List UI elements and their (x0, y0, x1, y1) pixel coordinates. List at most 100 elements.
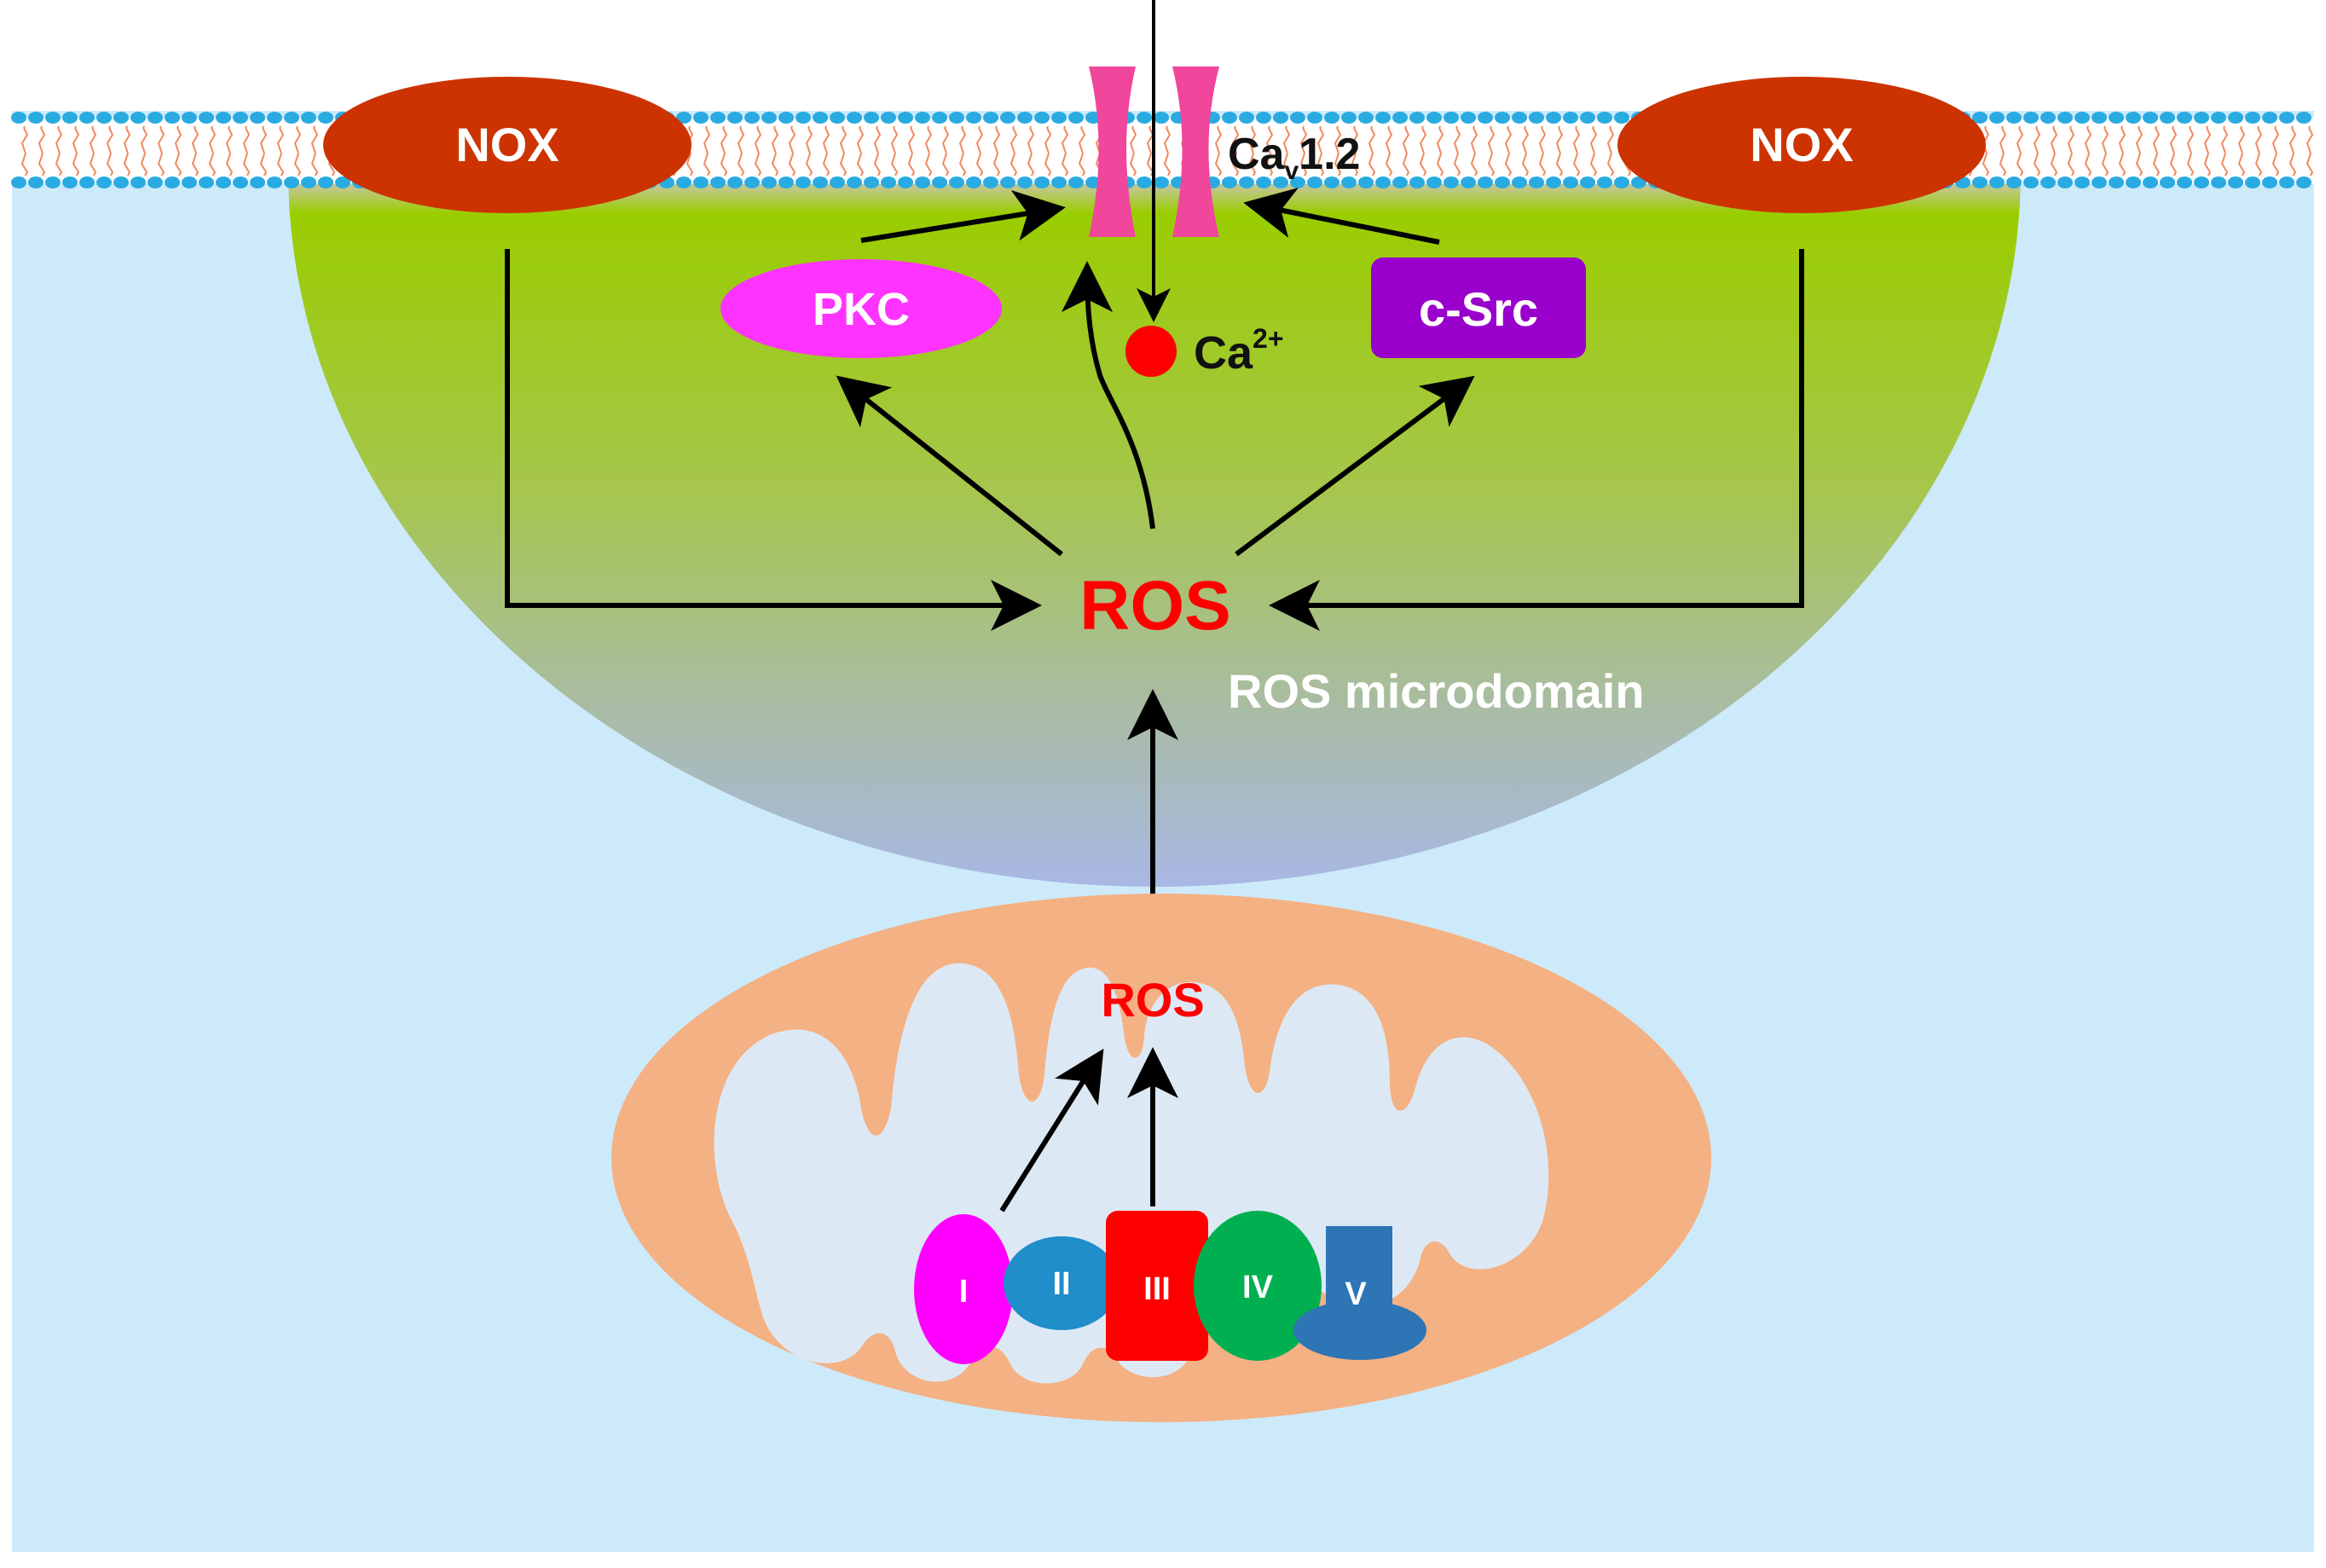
lipid-head (11, 176, 26, 188)
lipid-head (182, 112, 197, 124)
lipid-head (45, 112, 61, 124)
lipid-head (1051, 176, 1067, 188)
lipid-head (1546, 112, 1561, 124)
complex-3 (1106, 1211, 1208, 1361)
lipid-head (2092, 112, 2107, 124)
lipid-head (966, 176, 981, 188)
lipid-head (335, 176, 350, 188)
lipid-head (1426, 176, 1442, 188)
lipid-head (813, 112, 828, 124)
complex-4-label: IV (1242, 1270, 1274, 1305)
complex-4 (1194, 1211, 1322, 1361)
lipid-head (1017, 176, 1033, 188)
calcium-label: Ca2+ (1194, 323, 1284, 379)
lipid-head (710, 112, 726, 124)
lipid-head (1068, 176, 1084, 188)
lipid-head (1034, 112, 1050, 124)
lipid-head (2262, 112, 2277, 124)
lipid-head (2177, 112, 2192, 124)
lipid-head (2074, 112, 2090, 124)
lipid-head (2245, 112, 2260, 124)
lipid-head (813, 176, 828, 188)
lipid-head (1375, 112, 1391, 124)
lipid-head (2092, 176, 2107, 188)
nox-right (1617, 77, 1986, 213)
lipid-head (318, 176, 333, 188)
lipid-head (1222, 112, 1237, 124)
cav12-label: Cav1.2 (1228, 130, 1360, 185)
pkc-label: PKC (813, 284, 910, 335)
lipid-head (1307, 176, 1322, 188)
arrow-nox-left-to-ros (505, 249, 1042, 631)
lipid-head (1426, 112, 1442, 124)
arrow-nox-right-to-ros (1269, 249, 1804, 631)
lipid-head (1972, 176, 1988, 188)
calcium-ion (1125, 326, 1177, 377)
complex-2 (1004, 1236, 1120, 1330)
lipid-head (2040, 112, 2056, 124)
lipid-head (2160, 176, 2175, 188)
lipid-head (318, 112, 333, 124)
lipid-head (2211, 112, 2226, 124)
lipid-head (1051, 112, 1067, 124)
lipid-head (79, 176, 95, 188)
lipid-head (79, 112, 95, 124)
complex-5-stalk (1326, 1226, 1392, 1311)
lipid-head (11, 112, 26, 124)
complex-5-base (1293, 1300, 1426, 1360)
signaling-arrows (505, 0, 1804, 908)
lipid-head (1597, 112, 1612, 124)
complex-5-label: V (1345, 1276, 1367, 1312)
lipid-head (1239, 112, 1254, 124)
lipid-head (1478, 112, 1493, 124)
lipid-head (165, 176, 180, 188)
lipid-head (676, 112, 691, 124)
lipid-head (727, 112, 743, 124)
lipid-head (1034, 176, 1050, 188)
lipid-head (744, 112, 760, 124)
lipid-head (881, 112, 896, 124)
lipid-head (1341, 112, 1357, 124)
lipid-head (2057, 112, 2073, 124)
lipid-head (62, 112, 78, 124)
lipid-head (2279, 112, 2294, 124)
lipid-head (2023, 112, 2039, 124)
lipid-head (1239, 176, 1254, 188)
lipid-head (267, 176, 282, 188)
complex-3-label: III (1143, 1271, 1171, 1307)
lipid-head (1614, 176, 1629, 188)
lipid-head (915, 112, 930, 124)
lipid-head (1341, 176, 1357, 188)
lipid-head (932, 112, 947, 124)
lipid-head (915, 176, 930, 188)
lipid-head (2143, 112, 2158, 124)
lipid-head (1495, 176, 1510, 188)
lipid-head (1512, 176, 1527, 188)
lipid-head (2194, 176, 2209, 188)
lipid-head (830, 176, 845, 188)
lipid-head (1580, 112, 1595, 124)
lipid-head (216, 112, 231, 124)
lipid-head (28, 112, 43, 124)
lipid-head (1392, 112, 1408, 124)
lipid-head (949, 112, 964, 124)
lipid-head (710, 176, 726, 188)
ros-center-label: ROS (1079, 567, 1231, 645)
lipid-head (796, 176, 811, 188)
lipid-head (2228, 112, 2243, 124)
lipid-head (28, 176, 43, 188)
lipid-head (199, 112, 214, 124)
lipid-head (233, 176, 248, 188)
arrow-ros-to-csrc (1235, 375, 1475, 557)
lipid-head (1154, 112, 1169, 124)
lipid-head (96, 176, 112, 188)
lipid-head (1324, 176, 1339, 188)
lipid-head (778, 112, 794, 124)
lipid-head (1461, 112, 1476, 124)
lipid-head (864, 176, 879, 188)
lipid-head (2074, 176, 2090, 188)
lipid-head (847, 176, 862, 188)
lipid-head (182, 176, 197, 188)
lipid-head (2228, 176, 2243, 188)
ros-mito-label: ROS (1101, 973, 1204, 1027)
